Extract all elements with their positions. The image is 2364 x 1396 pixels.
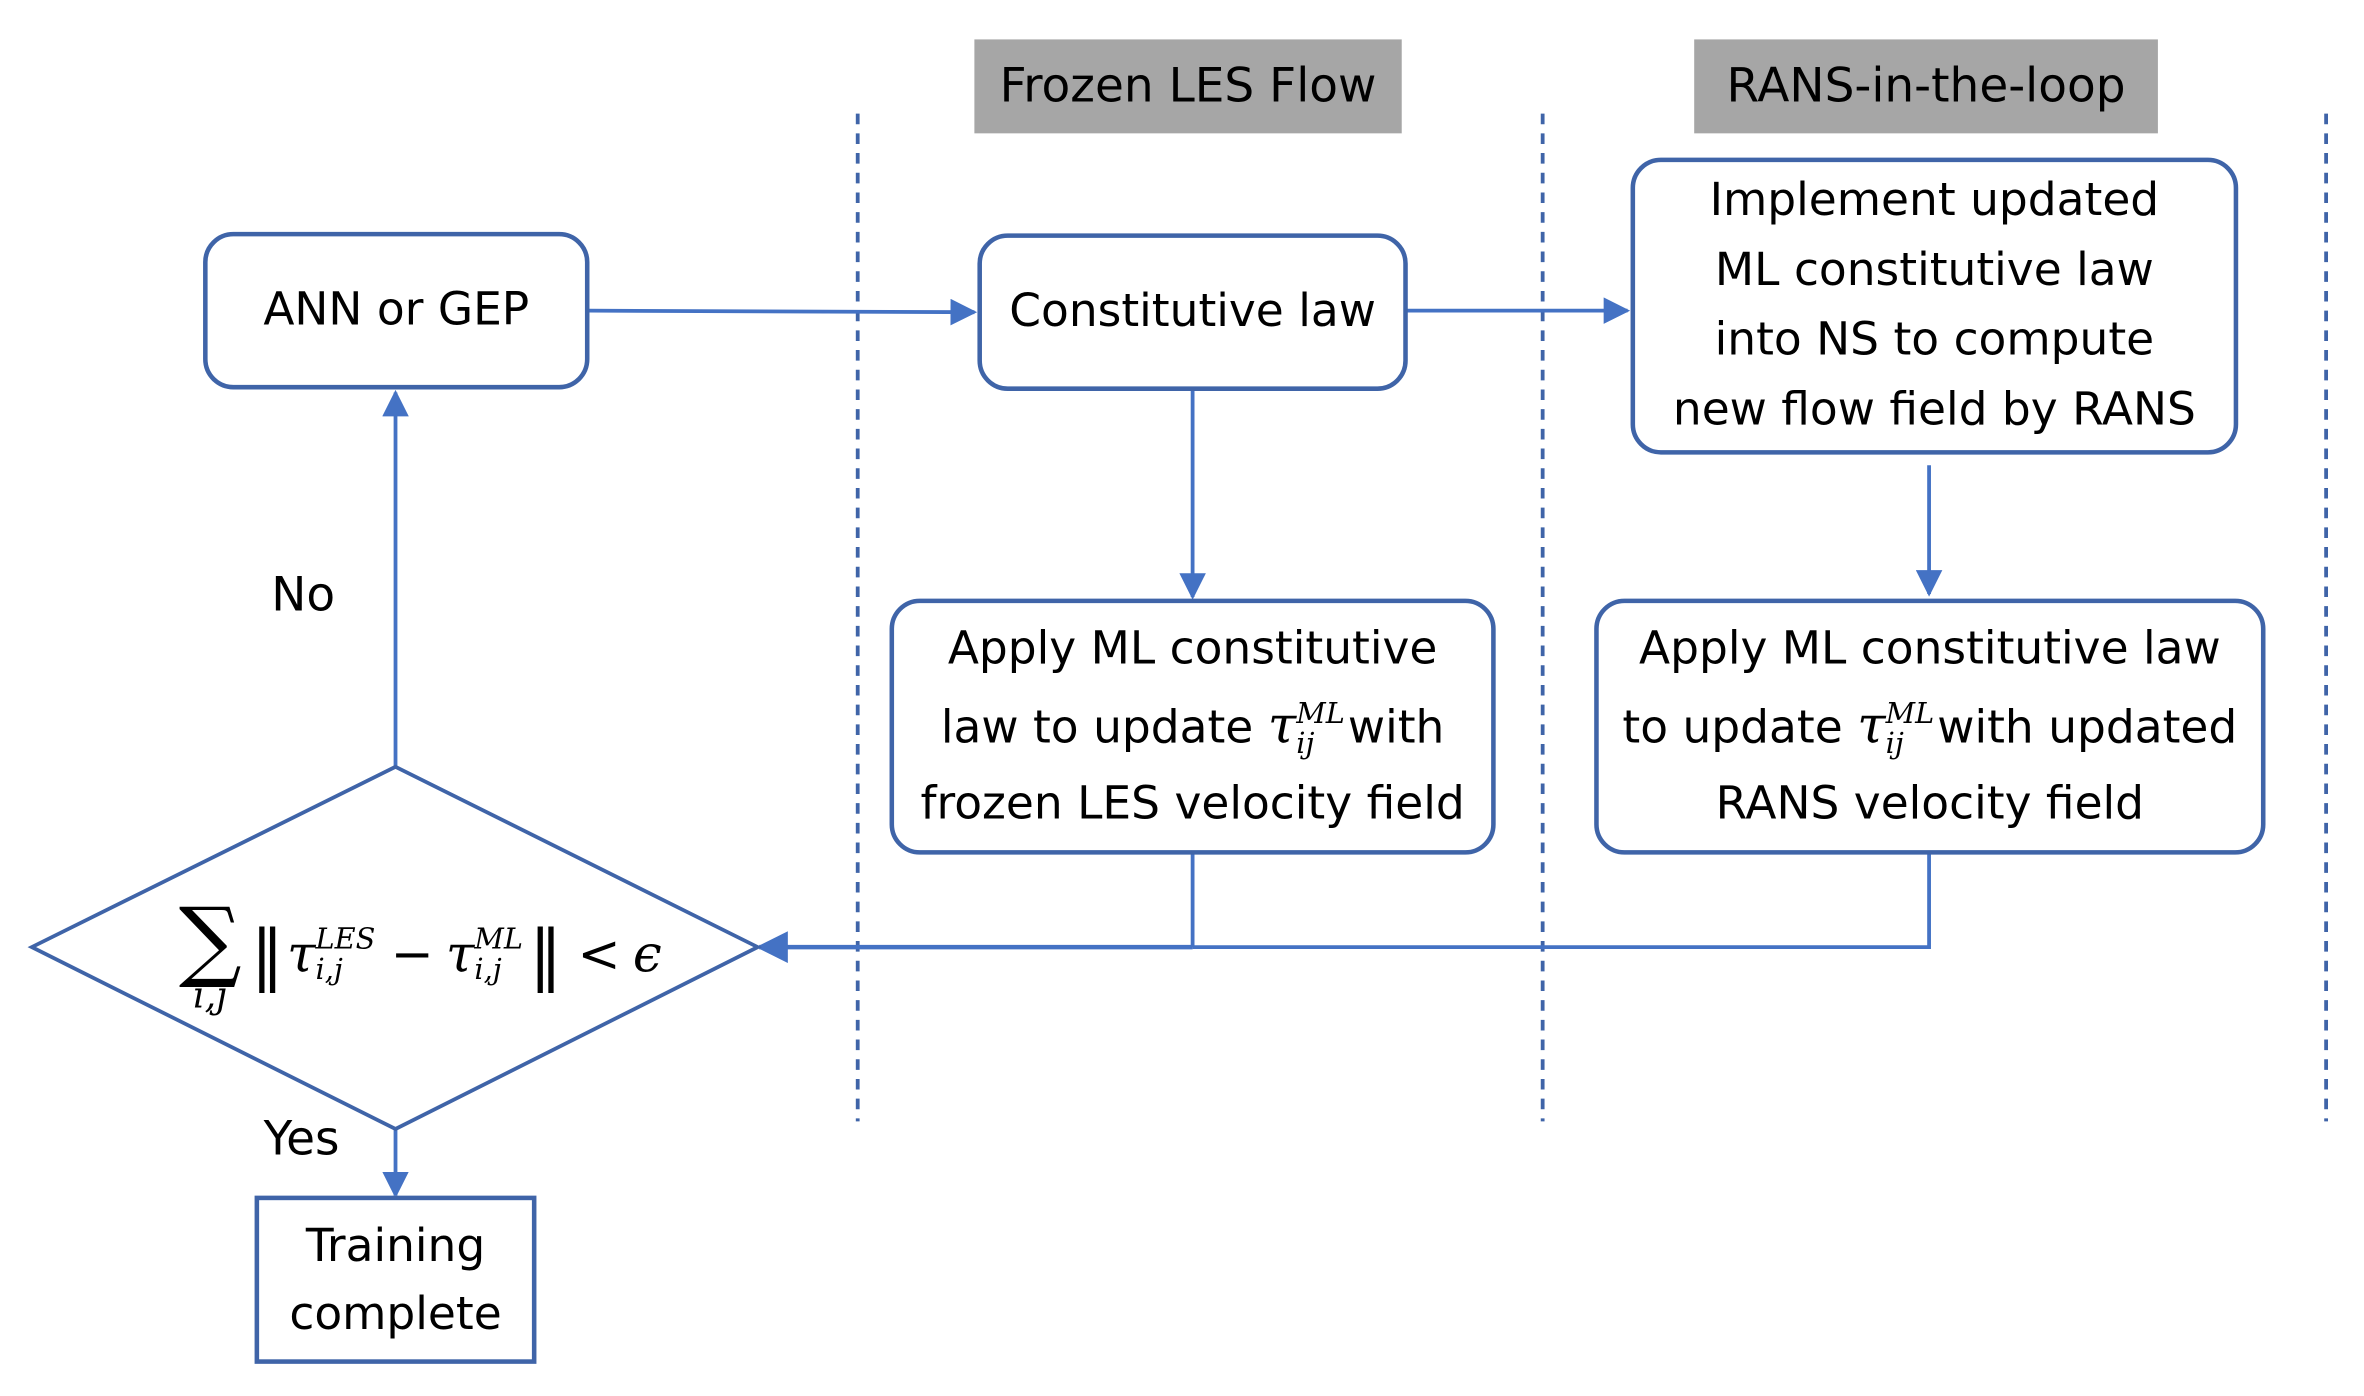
header-frozen-les-flow: Frozen LES Flow (974, 39, 1402, 134)
tau-symbol: τ (1267, 694, 1297, 756)
tau-sub-ij: ij (1296, 727, 1315, 761)
less-than-operator: < (577, 924, 621, 985)
node-constitutive-law-label: Constitutive law (1009, 284, 1376, 338)
tau-sub-i-j: i,j (315, 953, 343, 987)
tau-formula-sup-ml: ML (474, 922, 523, 957)
tau-sup-ml: ML (1296, 697, 1345, 731)
epsilon-symbol: ϵ (632, 924, 662, 985)
tau-formula-sub-i-j: i,j (474, 953, 502, 987)
node-training-complete: Training complete (254, 1195, 537, 1364)
norm-close: ‖ (529, 916, 563, 994)
implement-line-4: new flow field by RANS (1672, 383, 2196, 437)
norm-open: ‖ (250, 916, 284, 994)
node-implement-updated: Implement updated ML constitutive law in… (1630, 157, 2239, 455)
training-line-2: complete (289, 1287, 502, 1341)
sum-symbol: ∑ (178, 888, 242, 992)
sum-operator: ∑ i,j (179, 896, 242, 1014)
label-no: No (271, 568, 336, 623)
tau-les-symbol: τ (287, 924, 316, 985)
tau-sup-les: LES (315, 922, 376, 957)
apply-frozen-line-2-prefix: law to update (940, 700, 1254, 754)
apply-rans-line-2-suffix: with updated (1937, 700, 2238, 754)
tau-sup-ml: ML (1885, 697, 1935, 731)
header-rans-in-the-loop: RANS-in-the-loop (1694, 39, 2158, 134)
implement-line-1: Implement updated (1709, 174, 2160, 228)
apply-frozen-line-2-suffix: with (1347, 700, 1445, 754)
tau-symbol: τ (1857, 694, 1886, 756)
apply-frozen-line-1: Apply ML constitutive (947, 622, 1438, 676)
tau-ml-symbol: τ (445, 924, 475, 985)
edge-apply-rans-return (1192, 853, 1931, 950)
apply-rans-line-3: RANS velocity field (1715, 776, 2145, 830)
decision-diamond (27, 764, 762, 1132)
training-line-1: Training (305, 1219, 486, 1273)
apply-rans-line-2-prefix: to update (1622, 700, 1843, 754)
tau-sub-ij: ij (1885, 727, 1904, 761)
label-yes: Yes (263, 1112, 340, 1167)
minus-operator: − (390, 924, 434, 985)
node-constitutive-law: Constitutive law (977, 233, 1408, 391)
edge-ann-to-constitutive (587, 298, 978, 326)
implement-line-3: into NS to compute (1714, 313, 2155, 367)
node-ann-or-gep: ANN or GEP (203, 231, 590, 390)
sum-subscript: i,j (192, 974, 228, 1017)
apply-rans-line-1: Apply ML constitutive law (1639, 622, 2221, 676)
node-ann-or-gep-label: ANN or GEP (263, 283, 530, 337)
implement-line-2: ML constitutive law (1714, 243, 2154, 298)
apply-frozen-line-3: frozen LES velocity field (920, 776, 1465, 830)
